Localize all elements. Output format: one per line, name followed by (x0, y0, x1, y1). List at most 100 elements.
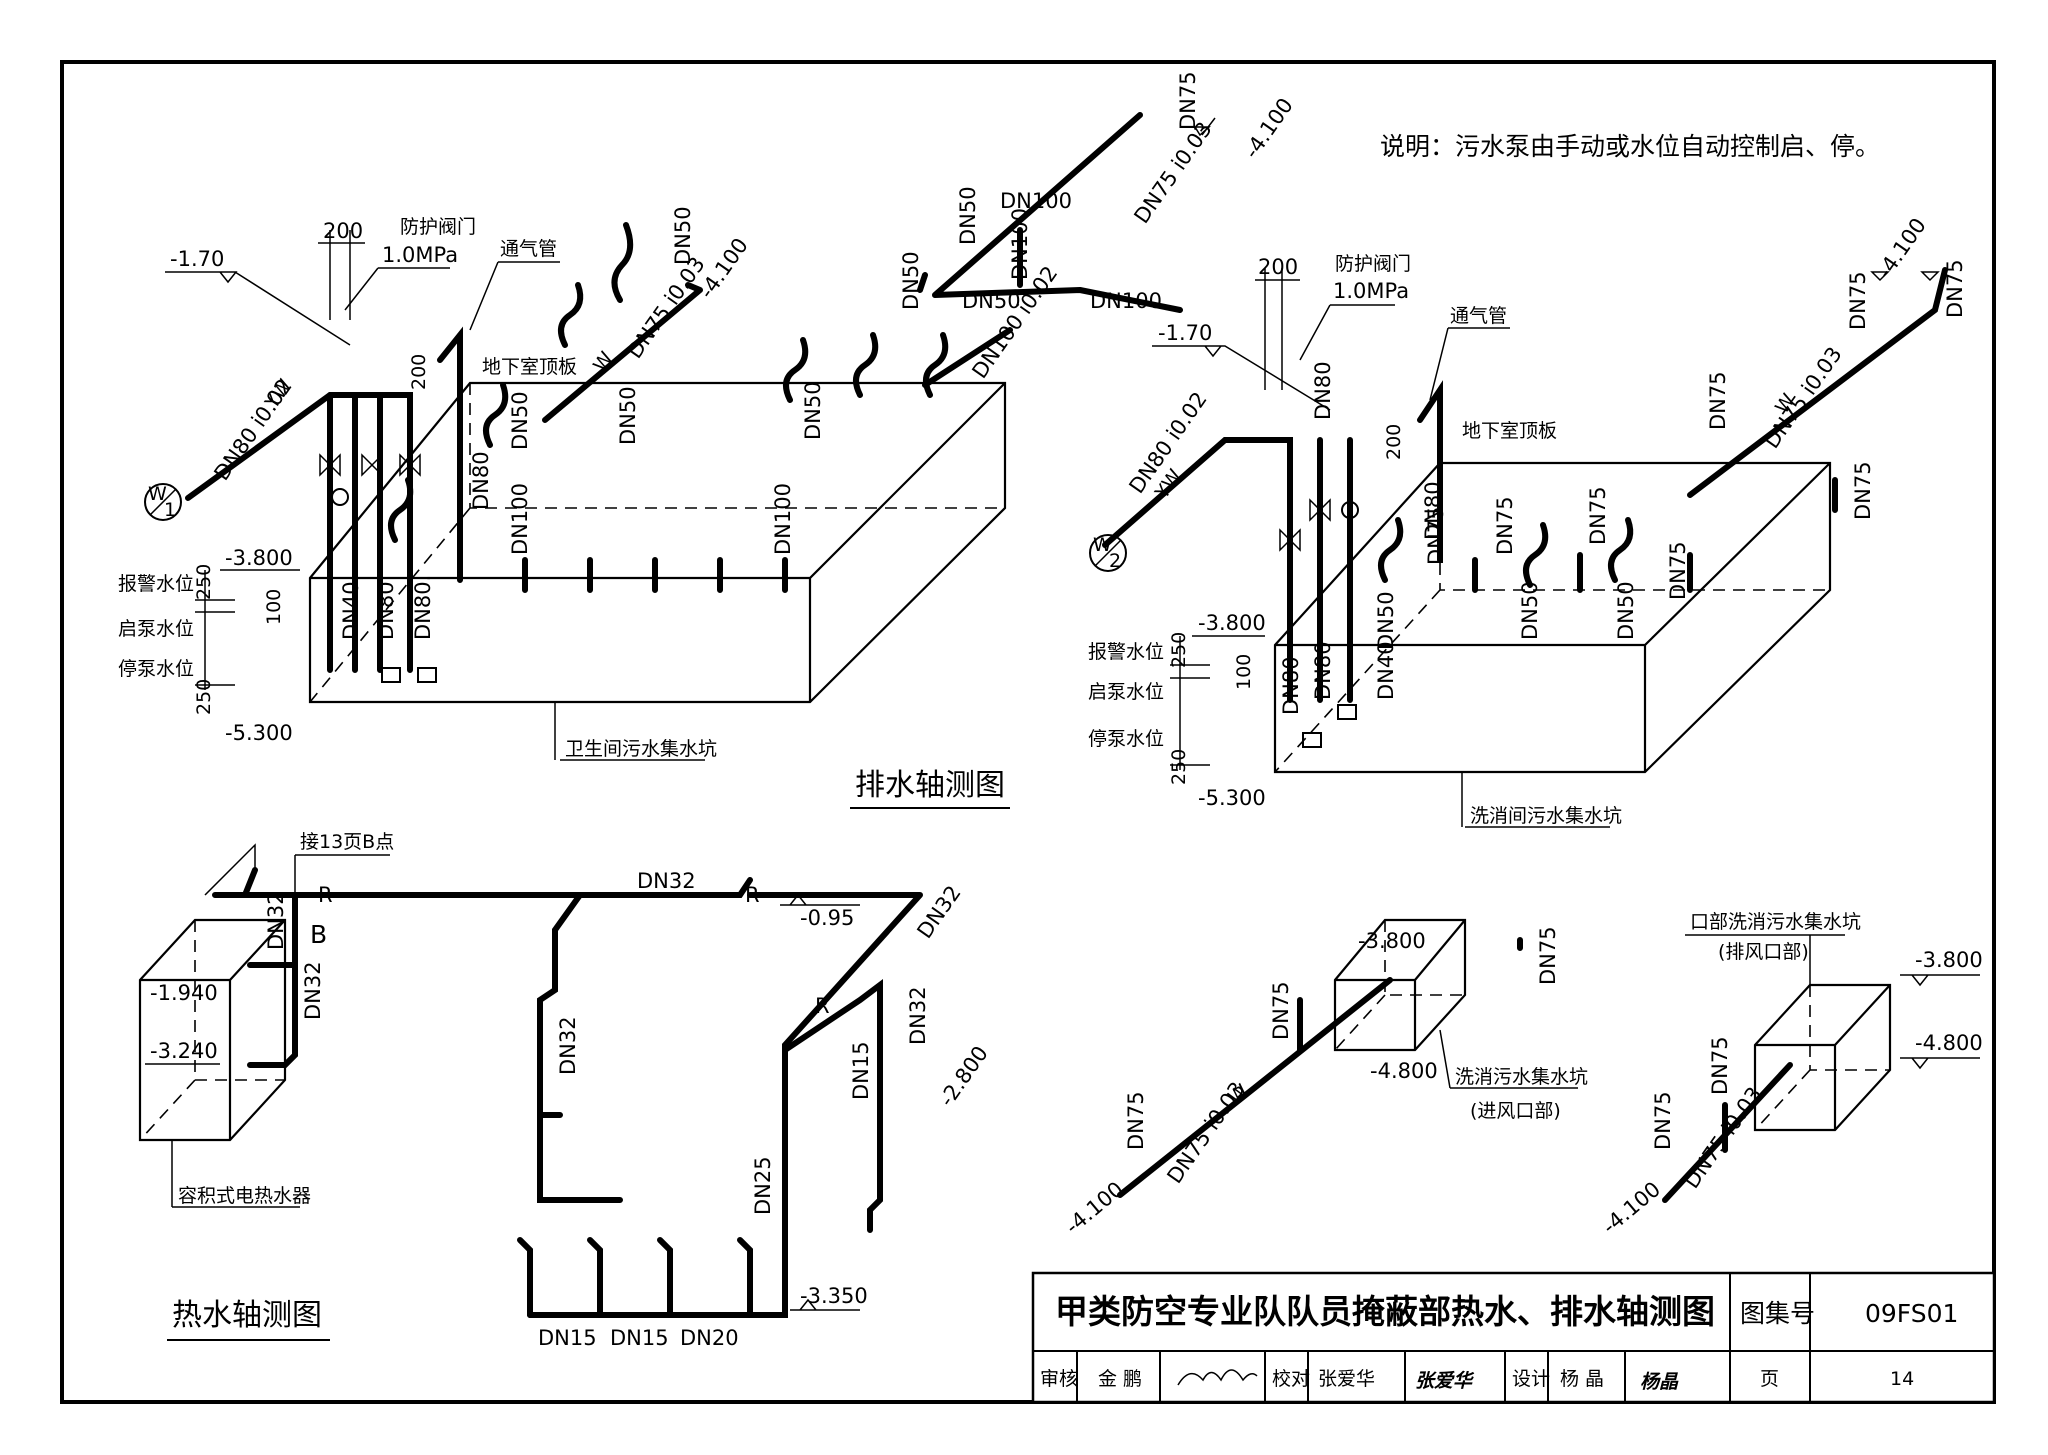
dim-250-right-b: 250 (1168, 749, 1190, 785)
w2-tag-bot: 2 (1109, 550, 1121, 572)
dn50-top-b: DN50 (899, 251, 923, 310)
dn50-b: DN50 (508, 391, 532, 450)
vent-pipe-1 (437, 326, 463, 583)
dn15-right: DN15 (849, 1041, 873, 1100)
pump-1 (381, 667, 401, 683)
gauge-2 (1341, 501, 1359, 519)
dn75-right-top: DN75 (1706, 371, 1730, 430)
drainage-system-2: W 2 -1.70 200 防护阀门 1.0MPa 通气管 地下室顶板 200 … (1088, 214, 1967, 828)
dn50-right-a: DN50 (1374, 591, 1398, 650)
valve-1 (319, 453, 341, 477)
dn75-right-c: DN75 (1851, 461, 1875, 520)
dn100-top: DN100 (1000, 189, 1072, 213)
check-signature: 张爱华 (1415, 1370, 1475, 1392)
valve-2 (361, 453, 383, 477)
dim-100-left: 100 (263, 589, 285, 625)
level-3240: -3.240 (150, 1039, 218, 1063)
siphon-8 (1378, 517, 1404, 583)
dn80n-c: DN80. (411, 575, 435, 640)
check-name: 张爱华 (1318, 1368, 1375, 1390)
w1-tag-bot: 1 (164, 499, 176, 521)
intake-drain-pipe (1117, 937, 1523, 1198)
dn100-top-r: DN100 (1090, 289, 1162, 313)
review-signature (1177, 1369, 1258, 1386)
hot-water-main (212, 867, 923, 1318)
dn75-right-b: DN75 (1943, 259, 1967, 318)
dn80-right-c: DN80 (1311, 641, 1335, 700)
level-3350: -3.350 (800, 1284, 868, 1308)
atlas-number: 09FS01 (1865, 1299, 1958, 1328)
dn100-b: DN100 (771, 483, 795, 555)
r-tag-1: R (318, 883, 333, 907)
dn80-b: DN80 (374, 581, 398, 640)
dim-200-right-v: 200 (1383, 424, 1405, 460)
vent-pipe-2 (1417, 380, 1443, 563)
valve-name-right: 防护阀门 (1335, 253, 1411, 275)
stop-level-left: 停泵水位 (118, 658, 194, 680)
review-name: 金 鹏 (1098, 1368, 1142, 1390)
design-name: 杨 晶 (1560, 1368, 1604, 1390)
design-signature: 杨晶 (1640, 1371, 1679, 1393)
w1-tag-circle (144, 483, 182, 521)
valve-5 (1309, 498, 1331, 522)
slab-label-left: 地下室顶板 (482, 356, 577, 378)
dn50-top-a: DN50 (956, 186, 980, 245)
dn80-right-mid: DN80 (1421, 481, 1445, 540)
level-3800-left: -3.800 (225, 546, 293, 570)
pump-2 (417, 667, 437, 683)
dn32-heater-b: DN32 (301, 961, 325, 1020)
level-3800-right: -3.800 (1198, 611, 1266, 635)
siphon-3 (783, 337, 809, 403)
check-label: 校对 (1272, 1368, 1310, 1390)
level-2800: -2.800 (934, 1042, 992, 1111)
decon-pit-label: 洗消间污水集水坑 (1470, 805, 1622, 827)
connect-label: 接13页B点 (300, 831, 394, 853)
hot-water-fixtures (517, 1237, 753, 1318)
valve-4 (1279, 528, 1301, 552)
siphon-10 (1608, 517, 1634, 583)
w2-outlet-pipe (1102, 437, 1353, 703)
dn80-right-b: DN80 (1279, 656, 1303, 715)
level-4800-exhaust: -4.800 (1915, 1031, 1983, 1055)
dn80-a: DN80 (469, 451, 493, 510)
dn75-slope-intake: DN75 i0.03 (1162, 1078, 1249, 1188)
pump-3 (1337, 704, 1357, 720)
siphon-7 (388, 477, 414, 543)
level-170-left: -1.70 (170, 247, 224, 271)
dn15-bottom-b: DN15 (610, 1326, 669, 1350)
slab-label-right: 地下室顶板 (1462, 420, 1557, 442)
dn75-right-d: DN75 (1493, 496, 1517, 555)
w-label-left: W (589, 348, 618, 376)
dn40-right: DN40 (1374, 641, 1398, 700)
atlas-label: 图集号 (1740, 1299, 1815, 1328)
siphon-2 (611, 222, 634, 303)
r-tag-2: R (745, 883, 760, 907)
r-tag-3: R (815, 994, 830, 1018)
alarm-level-right: 报警水位 (1088, 641, 1164, 663)
level-3800-exhaust: -3.800 (1915, 948, 1983, 972)
valve-pressure-left: 1.0MPa (382, 243, 458, 267)
dn75-right-g: DN75 (1424, 506, 1448, 565)
dn50-vent-left: DN50 (671, 206, 695, 265)
alarm-level-left: 报警水位 (118, 573, 194, 595)
dn75-right-a: DN75 (1846, 271, 1870, 330)
dim-200-left: 200 (323, 219, 363, 243)
w1-outlet-pipe (185, 392, 333, 501)
dim-250-left-a: 250 (193, 564, 215, 600)
dn100-a: DN100 (508, 483, 532, 555)
level-4100-top: -4.100 (1239, 94, 1297, 163)
pipe-rise-1 (327, 392, 413, 673)
dn50-a: DN50 (616, 386, 640, 445)
dn75-intake-c: DN75 (1124, 1091, 1148, 1150)
level-5300-right: -5.300 (1198, 786, 1266, 810)
dn40-a: DN40 (339, 581, 363, 640)
dim-250-left-b: 250 (193, 679, 215, 715)
level-170-right: -1.70 (1158, 321, 1212, 345)
dn50-top-c: DN50 (962, 289, 1021, 313)
floor-drain-stems-1 (522, 557, 788, 593)
siphon-4 (853, 332, 879, 398)
dn75-right-f: DN75 (1666, 541, 1690, 600)
start-level-left: 启泵水位 (118, 618, 194, 640)
level-5300-left: -5.300 (225, 721, 293, 745)
heater-arrow (204, 843, 256, 896)
